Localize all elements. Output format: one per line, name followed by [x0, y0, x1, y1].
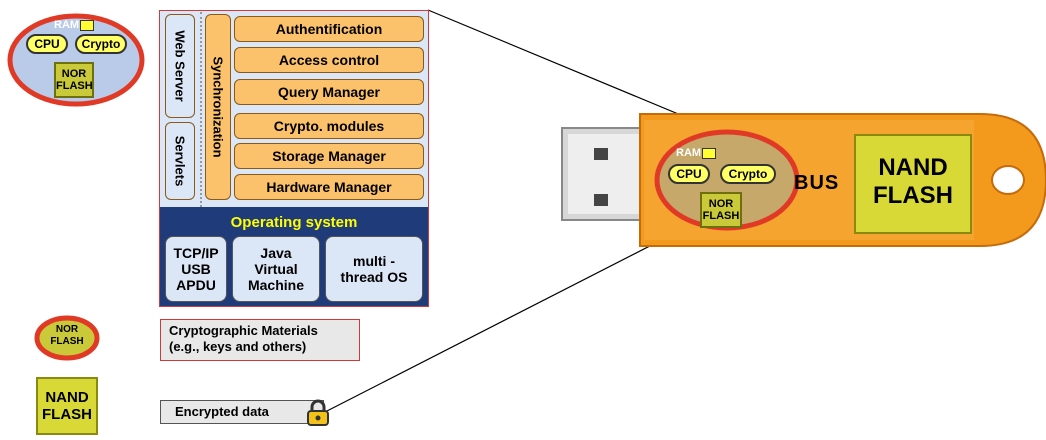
usb-crypto-label: Crypto: [720, 164, 776, 184]
os-block-network: TCP/IP USB APDU: [165, 236, 227, 302]
usb-ram-icon: [702, 148, 716, 159]
os-block-network-line3: APDU: [176, 277, 216, 293]
legend-nand-line2: FLASH: [42, 406, 92, 423]
bus-label: BUS: [794, 172, 840, 194]
module-authentification: Authentification: [234, 16, 424, 42]
module-storage-manager: Storage Manager: [234, 143, 424, 169]
legend-crypto-materials: Cryptographic Materials (e.g., keys and …: [160, 319, 360, 361]
synchronization-block: Synchronization: [205, 14, 231, 200]
usb-stick-illustration: RAM CPU Crypto NOR FLASH BUS NAND FLASH: [560, 100, 1046, 260]
os-block-jvm: Java Virtual Machine: [232, 236, 320, 302]
lock-icon: [307, 399, 329, 426]
legend-encrypted-label: Encrypted data: [175, 404, 269, 419]
legend-nand-icon: NAND FLASH: [36, 377, 98, 435]
nor-label-line1: NOR: [61, 68, 87, 80]
usb-nor-flash-chip: NOR FLASH: [700, 192, 742, 228]
nor-label-line2: FLASH: [56, 80, 93, 92]
os-block-network-line2: USB: [181, 261, 211, 277]
dotted-divider: [200, 12, 202, 207]
usb-cpu-label: CPU: [668, 164, 710, 184]
legend-nor-line1: NOR: [55, 324, 79, 335]
module-hardware-manager: Hardware Manager: [234, 174, 424, 200]
usb-nand-line1: NAND: [878, 154, 948, 181]
usb-nand-flash-chip: NAND FLASH: [854, 134, 972, 234]
legend-nor-icon: NOR FLASH: [34, 315, 100, 361]
cpu-label: CPU: [26, 34, 68, 54]
nor-flash-chip: NOR FLASH: [54, 62, 94, 98]
operating-system-title: Operating system: [230, 214, 358, 231]
os-block-multithread-line2: thread OS: [340, 269, 408, 285]
usb-ram-label: RAM: [676, 147, 702, 159]
servlets-label: Servlets: [172, 135, 188, 187]
os-block-multithread-line1: multi -: [353, 253, 395, 269]
module-crypto-modules: Crypto. modules: [234, 113, 424, 139]
os-block-jvm-line3: Machine: [247, 277, 304, 293]
legend-nand-line1: NAND: [45, 389, 89, 406]
module-access-control: Access control: [234, 47, 424, 73]
usb-nand-line2: FLASH: [873, 182, 953, 209]
web-server-label: Web Server: [172, 30, 188, 102]
synchronization-label: Synchronization: [210, 56, 226, 158]
ram-icon: [80, 20, 94, 31]
os-block-multithread: multi - thread OS: [325, 236, 423, 302]
module-query-manager: Query Manager: [234, 79, 424, 105]
legend-crypto-line1: Cryptographic Materials: [169, 323, 318, 338]
usb-nor-line2: FLASH: [702, 210, 740, 222]
secure-chip-icon: RAM CPU Crypto NOR FLASH: [6, 11, 146, 109]
web-server-block: Web Server: [165, 14, 195, 118]
ram-label: RAM: [54, 19, 80, 31]
os-block-jvm-line2: Virtual: [254, 261, 298, 277]
legend-crypto-line2: (e.g., keys and others): [169, 339, 307, 354]
legend-encrypted-data: Encrypted data: [160, 400, 324, 424]
usb-nor-line1: NOR: [708, 198, 734, 210]
os-block-network-line1: TCP/IP: [173, 245, 219, 261]
legend-nor-line2: FLASH: [50, 336, 84, 347]
os-block-jvm-line1: Java: [260, 245, 292, 261]
servlets-block: Servlets: [165, 122, 195, 200]
crypto-label: Crypto: [75, 34, 127, 54]
